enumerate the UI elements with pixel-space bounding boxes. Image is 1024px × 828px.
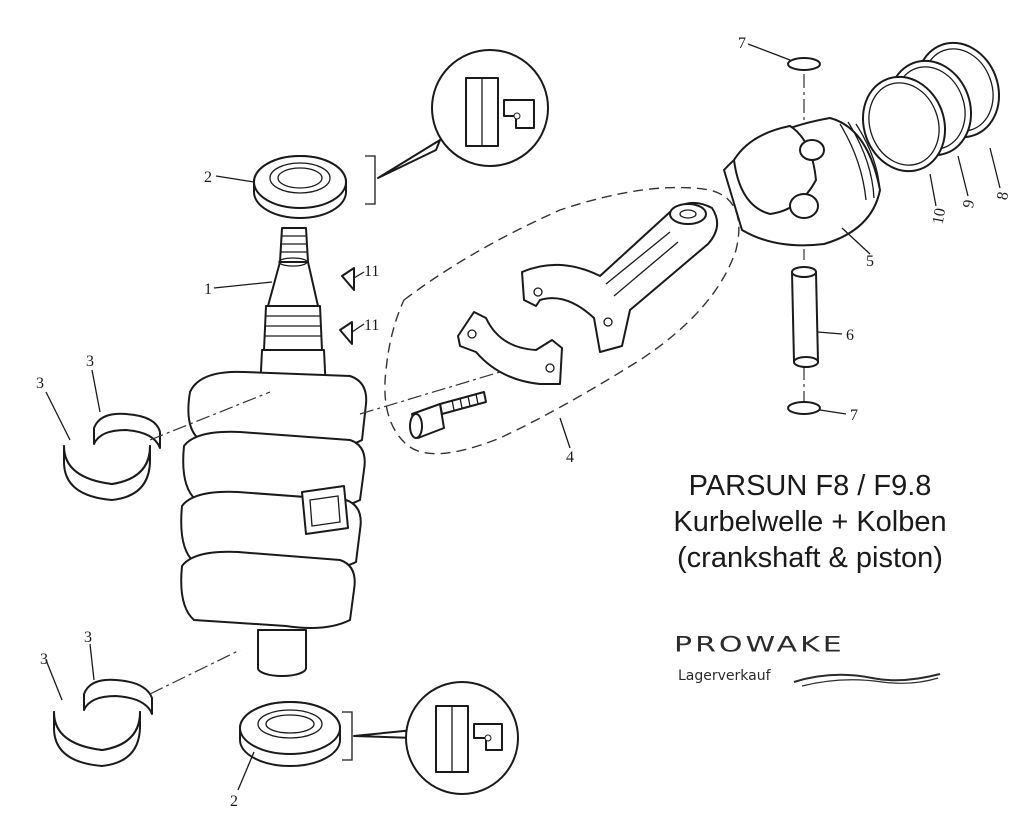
callout-7-bottom: 7 (850, 407, 858, 424)
top-main-bearing (253, 155, 347, 219)
connecting-rod-cap (457, 311, 563, 385)
connecting-rod (521, 201, 719, 353)
leader-lines (45, 43, 1001, 791)
top-bearing-bracket (365, 155, 376, 205)
rod-bolt (409, 391, 487, 439)
connecting-rod-group-outline (384, 186, 740, 455)
lower-bearing-shells (53, 678, 153, 767)
callout-7-top: 7 (738, 35, 746, 52)
logo-swoosh-icon (793, 673, 941, 687)
title-line-2: Kurbelwelle + Kolben (673, 506, 947, 538)
rod-centerline (359, 365, 521, 415)
circlip-top (787, 57, 821, 71)
callout-5: 5 (866, 253, 874, 270)
callout-11-lower: 11 (364, 317, 379, 334)
title-line-3: (crankshaft & piston) (677, 542, 943, 574)
callout-3-upper-right: 3 (86, 353, 94, 370)
callout-1: 1 (204, 281, 212, 298)
bottom-detail-circle (405, 681, 519, 795)
callout-2-bottom: 2 (230, 793, 238, 810)
circlip-bottom (787, 401, 821, 415)
piston-rings (861, 41, 1001, 173)
callout-8: 8 (994, 190, 1012, 201)
logo-tagline: Lagerverkauf (678, 668, 771, 684)
bottom-bearing-bracket (342, 711, 353, 761)
top-detail-pointer (377, 139, 441, 179)
callout-11-upper: 11 (364, 263, 379, 280)
callout-4: 4 (566, 449, 574, 466)
piston-pin (791, 266, 819, 368)
woodruff-key-upper (341, 267, 355, 291)
callout-2-top: 2 (204, 169, 212, 186)
title-line-1: PARSUN F8 / F9.8 (688, 470, 932, 502)
upper-bearing-shells (63, 412, 161, 501)
lower-bearing-centerline (149, 649, 241, 695)
callout-3-upper-left: 3 (36, 375, 44, 392)
prowake-logo: PROWAKE Lagerverkauf (672, 628, 952, 698)
top-detail-circle (431, 49, 549, 167)
crankshaft (180, 227, 368, 677)
callout-3-lower-right: 3 (84, 629, 92, 646)
callout-6: 6 (846, 327, 854, 344)
bottom-main-bearing (239, 701, 341, 767)
woodruff-key-lower (339, 321, 353, 345)
bottom-detail-pointer (353, 729, 415, 739)
piston (723, 117, 881, 247)
upper-bearing-centerline (149, 391, 271, 441)
callout-10: 10 (930, 207, 950, 226)
callout-9: 9 (960, 198, 978, 209)
callout-3-lower-left: 3 (40, 651, 48, 668)
title-block: PARSUN F8 / F9.8 Kurbelwelle + Kolben (c… (640, 468, 980, 576)
logo-wordmark: PROWAKE (674, 632, 845, 658)
